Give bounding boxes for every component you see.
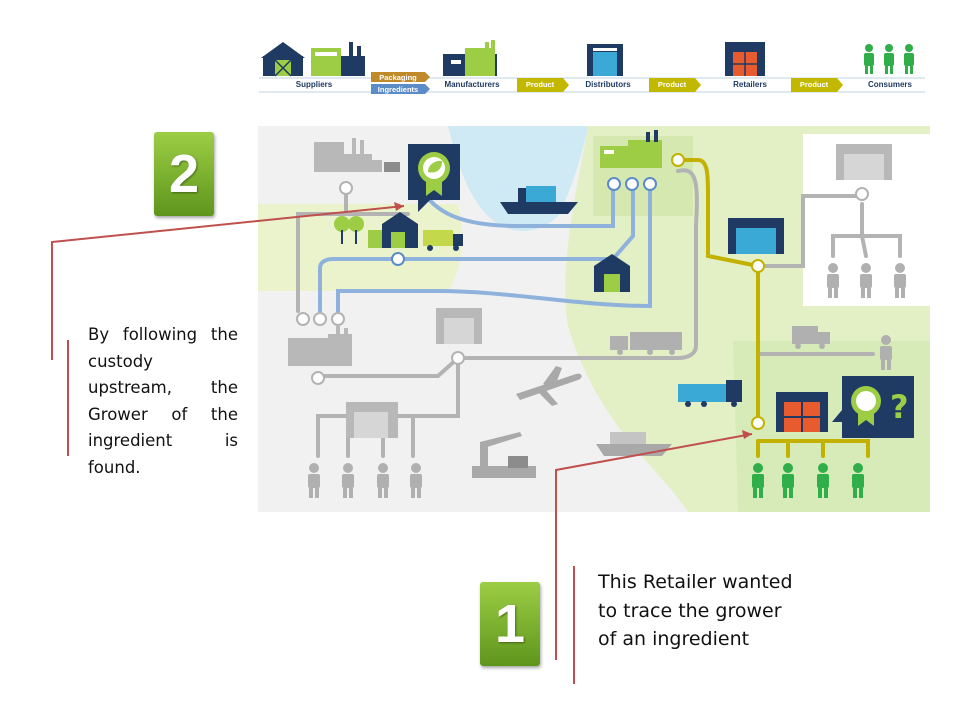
barn-icon-2 xyxy=(594,254,630,292)
gray-factory-icon-2 xyxy=(288,326,352,366)
gray-warehouse-icon-2 xyxy=(346,402,398,438)
green-consumers-icon xyxy=(752,463,864,498)
ingredients-arrow-label: Ingredients xyxy=(377,85,419,94)
cargo-ship-icon xyxy=(500,186,578,214)
product-arrow-label-1: Product xyxy=(525,80,555,89)
header-retailers-label: Retailers xyxy=(733,80,767,89)
step-1-callout-text: This Retailer wanted to trace the grower… xyxy=(598,571,793,650)
header-suppliers-label: Suppliers xyxy=(295,80,333,89)
grower-badge-icon xyxy=(408,144,460,212)
step-2-badge: 2 xyxy=(154,132,214,216)
warehouse-icon xyxy=(587,44,623,76)
farm-barn-icon xyxy=(334,212,463,251)
airplane-icon xyxy=(516,366,582,406)
gray-consumers-icon xyxy=(308,463,422,498)
map-retailer-icon xyxy=(776,392,828,432)
gray-factory-icon xyxy=(314,138,400,172)
step-2-callout-text: By following the custody upstream, the G… xyxy=(88,325,238,477)
barn-icon xyxy=(261,42,305,77)
header-distributors-label: Distributors xyxy=(585,80,631,89)
gray-consumers-icon-2 xyxy=(827,263,906,370)
manufacturer-factory-icon xyxy=(443,40,497,76)
gray-truck-icon xyxy=(610,332,682,355)
store-icon xyxy=(725,42,765,76)
header-manufacturers-label: Manufacturers xyxy=(444,80,500,89)
gray-warehouse-icon-3 xyxy=(836,144,892,180)
supply-chain-map: ? xyxy=(258,126,930,512)
gray-warehouse-icon xyxy=(436,308,482,344)
supply-chain-header xyxy=(259,40,925,94)
consumers-icon xyxy=(864,44,914,74)
product-arrow-label-2: Product xyxy=(657,80,687,89)
map-distributor-icon xyxy=(728,218,784,254)
map-manufacturer-icon xyxy=(600,130,662,168)
question-badge-icon: ? xyxy=(832,376,914,438)
step-1-badge: 1 xyxy=(480,582,540,666)
packaging-arrow-label: Packaging xyxy=(379,73,417,82)
port-crane-icon xyxy=(472,432,536,478)
svg-text:?: ? xyxy=(890,388,909,426)
blue-truck-icon xyxy=(678,380,742,407)
header-consumers-label: Consumers xyxy=(867,80,912,89)
gray-truck-icon-2 xyxy=(792,326,830,349)
product-arrow-label-3: Product xyxy=(799,80,829,89)
factory-icon xyxy=(311,42,365,76)
